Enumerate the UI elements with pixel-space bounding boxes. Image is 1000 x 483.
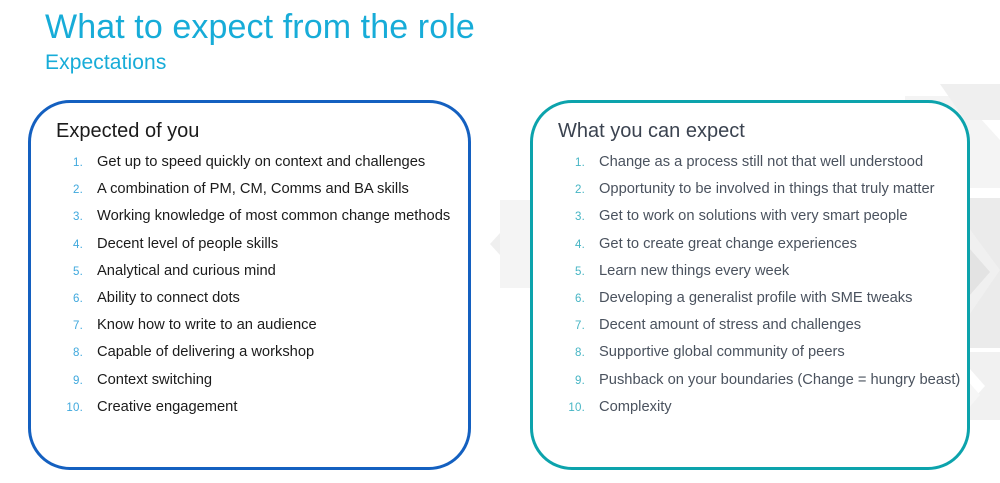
list-item: 1. Change as a process still not that we… [555, 149, 957, 176]
list-item-text: Capable of delivering a workshop [97, 344, 315, 361]
list-item: 8. Supportive global community of peers [555, 339, 957, 366]
list-item-number: 2. [575, 184, 585, 197]
list-item-number: 7. [575, 320, 585, 333]
page-subtitle: Expectations [45, 51, 167, 74]
list-item-number: 5. [575, 265, 585, 278]
list-item: 8. Capable of delivering a workshop [53, 339, 458, 366]
list-item-text: Creative engagement [97, 398, 238, 415]
card-heading: What you can expect [558, 120, 745, 142]
list-item-text: Analytical and curious mind [97, 262, 276, 279]
list-item: 10. Creative engagement [53, 394, 458, 421]
list-item-text: Get up to speed quickly on context and c… [97, 154, 426, 170]
list-item-number: 10. [66, 401, 83, 414]
list-item: 9. Context switching [53, 367, 458, 394]
list-item-number: 3. [73, 211, 83, 224]
list-item-text: Complexity [599, 398, 672, 415]
list-item-text: Working knowledge of most common change … [97, 208, 451, 225]
list-item: 5. Analytical and curious mind [53, 258, 458, 285]
list-item: 9. Pushback on your boundaries (Change =… [555, 367, 961, 394]
list-item-text: Know how to write to an audience [97, 317, 317, 334]
list-item-text: Decent amount of stress and challenges [599, 317, 862, 334]
list-item-text: Supportive global community of peers [599, 344, 845, 361]
chevron-between-cards-icon [490, 200, 530, 288]
expectations-list-left: 1. Get up to speed quickly on context an… [53, 149, 458, 421]
card-what-you-can-expect: What you can expect 1. Change as a proce… [530, 100, 970, 470]
list-item-number: 9. [73, 374, 83, 387]
list-item: 7. Know how to write to an audience [53, 312, 458, 339]
list-item: 7. Decent amount of stress and challenge… [555, 312, 957, 339]
list-item: 2. Opportunity to be involved in things … [555, 176, 957, 203]
list-item: 5. Learn new things every week [555, 258, 957, 285]
slide-header: What to expect from the role Expectation… [45, 6, 475, 76]
list-item-text: A combination of PM, CM, Comms and BA sk… [97, 181, 409, 198]
list-item-number: 9. [575, 374, 585, 387]
list-item-number: 6. [575, 292, 585, 305]
list-item-number: 4. [73, 238, 83, 251]
list-item: 1. Get up to speed quickly on context an… [53, 149, 458, 176]
card-expected-of-you: Expected of you 1. Get up to speed quick… [28, 100, 471, 470]
list-item-number: 6. [73, 292, 83, 305]
list-item-number: 2. [73, 184, 83, 197]
list-item-text: Get to create great change experiences [599, 235, 858, 252]
list-item-text: Change as a process still not that well … [599, 154, 924, 170]
list-item-number: 7. [73, 320, 83, 333]
list-item-text: Learn new things every week [599, 262, 790, 279]
list-item: 6. Ability to connect dots [53, 285, 458, 312]
list-item-text: Get to work on solutions with very smart… [599, 208, 908, 225]
chevron-between-cards-tail [500, 200, 530, 288]
list-item: 10. Complexity [555, 394, 957, 421]
list-item-text: Pushback on your boundaries (Change = hu… [599, 371, 961, 388]
page-title: What to expect from the role [45, 8, 475, 46]
list-item-number: 1. [73, 157, 83, 169]
list-item-number: 8. [575, 347, 585, 360]
list-item-text: Decent level of people skills [97, 235, 279, 252]
list-item-text: Context switching [97, 371, 213, 388]
list-item-number: 1. [575, 157, 585, 169]
list-item-text: Ability to connect dots [97, 289, 240, 306]
list-item-number: 5. [73, 265, 83, 278]
list-item-number: 4. [575, 238, 585, 251]
list-item: 3. Working knowledge of most common chan… [53, 203, 458, 230]
list-item-number: 10. [568, 401, 585, 414]
card-heading: Expected of you [56, 120, 200, 142]
list-item: 4. Get to create great change experience… [555, 231, 957, 258]
list-item-text: Developing a generalist profile with SME… [599, 289, 913, 306]
expectations-list-right: 1. Change as a process still not that we… [555, 149, 961, 421]
list-item: 4. Decent level of people skills [53, 231, 458, 258]
list-item: 2. A combination of PM, CM, Comms and BA… [53, 176, 458, 203]
list-item-number: 8. [73, 347, 83, 360]
list-item-number: 3. [575, 211, 585, 224]
list-item: 3. Get to work on solutions with very sm… [555, 203, 957, 230]
list-item: 6. Developing a generalist profile with … [555, 285, 957, 312]
list-item-text: Opportunity to be involved in things tha… [599, 181, 935, 198]
